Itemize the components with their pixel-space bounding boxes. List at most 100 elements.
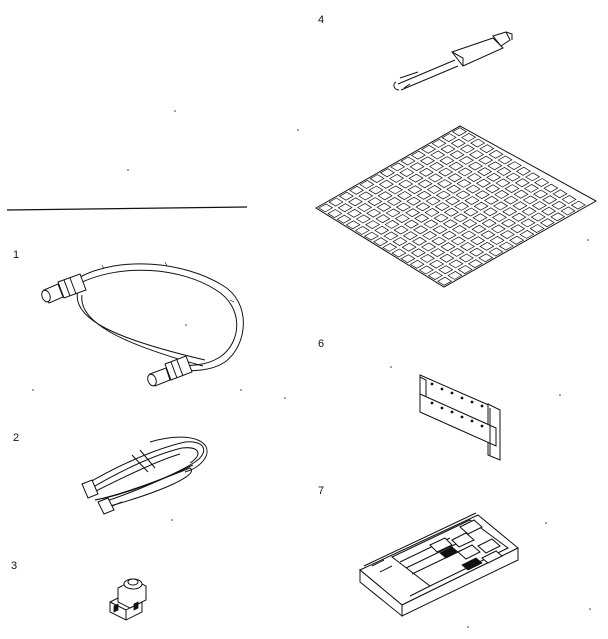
sticker-tile	[458, 253, 474, 263]
sticker-tile	[487, 161, 503, 171]
sticker-tile	[473, 201, 489, 211]
sticker-tile	[357, 202, 373, 212]
adapter-plug-icon	[109, 578, 147, 621]
sticker-tile	[430, 150, 446, 160]
sticker-tile	[368, 185, 384, 195]
sticker-tile	[430, 248, 446, 258]
sticker-tile	[438, 265, 454, 275]
sticker-tile	[421, 242, 437, 252]
sticker-tile	[451, 127, 467, 137]
sticker-tile	[485, 184, 501, 194]
sticker-tile	[366, 208, 382, 218]
sticker-tile	[451, 224, 467, 234]
sticker-tile	[411, 236, 427, 246]
sticker-tile	[477, 167, 493, 177]
sticker-tile	[338, 191, 354, 201]
sticker-tile	[478, 155, 494, 165]
sticker-tile	[337, 203, 353, 213]
sticker-tile	[345, 220, 361, 230]
sticker-tile	[367, 197, 383, 207]
sticker-tile	[461, 132, 477, 142]
sticker-tile	[472, 213, 488, 223]
sticker-tile	[510, 224, 526, 234]
sticker-tile	[525, 172, 541, 182]
label-part-1: 1	[13, 249, 19, 261]
sticker-tile	[375, 214, 391, 224]
sticker-tile	[521, 206, 537, 216]
sticker-tile	[398, 179, 414, 189]
sticker-tile	[391, 248, 407, 258]
sticker-tile	[386, 196, 402, 206]
sticker-tile	[501, 218, 517, 228]
sticker-tile	[496, 166, 512, 176]
sticker-tile	[480, 230, 496, 240]
sticker-tile	[336, 214, 352, 224]
sticker-tile	[406, 196, 422, 206]
sticker-tile	[363, 231, 379, 241]
sticker-tile	[467, 161, 483, 171]
sticker-tile	[400, 156, 416, 166]
sticker-tile	[434, 202, 450, 212]
sticker-tile	[483, 195, 499, 205]
sticker-tile	[439, 253, 455, 263]
sticker-tile	[482, 207, 498, 217]
sticker-tile	[423, 219, 439, 229]
sticker-tile	[513, 189, 529, 199]
sticker-tile	[440, 242, 456, 252]
sticker-tile	[359, 179, 375, 189]
sticker-tile	[427, 173, 443, 183]
sticker-tile	[446, 184, 462, 194]
sticker-tile	[488, 149, 504, 159]
sticker-tile	[432, 225, 448, 235]
sticker-tile	[421, 144, 437, 154]
sticker-tile	[405, 208, 421, 218]
sticker-tile	[502, 207, 518, 217]
sticker-tile	[497, 155, 513, 165]
sticker-tile	[431, 138, 447, 148]
sticker-tile	[474, 190, 490, 200]
sticker-tile	[454, 201, 470, 211]
sticker-tile	[499, 230, 515, 240]
remote-control-icon	[359, 512, 519, 618]
sticker-tile	[419, 253, 435, 263]
label-sticker-sheet-icon	[315, 125, 598, 288]
sticker-tile	[533, 189, 549, 199]
sticker-tile	[399, 168, 415, 178]
sticker-tile	[410, 248, 426, 258]
sticker-tile	[488, 247, 504, 257]
sticker-tile	[515, 166, 531, 176]
label-part-3: 3	[11, 560, 17, 572]
sticker-tile	[550, 212, 566, 222]
label-part-4: 4	[318, 14, 324, 26]
sticker-tile	[445, 196, 461, 206]
sticker-tile	[410, 150, 426, 160]
coaxial-cable-icon	[41, 261, 244, 387]
sticker-tile	[447, 270, 463, 280]
sticker-tile	[450, 138, 466, 148]
sticker-tile	[466, 173, 482, 183]
sticker-tile	[471, 224, 487, 234]
sticker-tile	[455, 190, 471, 200]
sticker-tile	[469, 247, 485, 257]
sticker-tile	[433, 213, 449, 223]
sticker-tile	[382, 242, 398, 252]
sticker-tile	[378, 179, 394, 189]
sticker-tile	[448, 259, 464, 269]
sticker-tile	[349, 185, 365, 195]
sticker-tile	[530, 212, 546, 222]
sticker-tile	[552, 189, 568, 199]
sticker-tile	[458, 155, 474, 165]
sticker-tile	[441, 133, 457, 143]
sticker-tile	[425, 196, 441, 206]
sticker-tile	[417, 179, 433, 189]
sticker-tile	[424, 207, 440, 217]
sticker-tile	[459, 242, 475, 252]
sticker-tile	[481, 218, 497, 228]
sticker-tile	[470, 236, 486, 246]
sticker-tile	[539, 218, 555, 228]
sticker-tile	[523, 183, 539, 193]
sticker-grid	[318, 127, 586, 286]
sticker-tile	[490, 224, 506, 234]
sticker-tile	[383, 231, 399, 241]
sticker-tile	[438, 167, 454, 177]
